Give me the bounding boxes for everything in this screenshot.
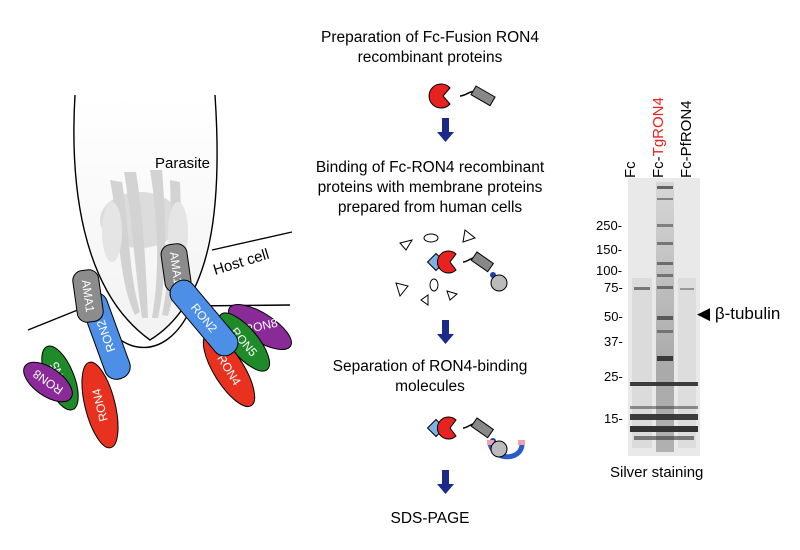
arrow-down-icon <box>437 470 454 494</box>
beta-tubulin-annotation: ◀ β-tubulin <box>697 304 780 324</box>
marker-75: 75- <box>604 280 623 295</box>
lane-label-prefix: Fc- <box>650 156 667 178</box>
marker-25: 25- <box>604 369 623 384</box>
workflow-arrows <box>437 118 454 494</box>
marker-15: 15- <box>604 411 623 426</box>
step-sds-page: SDS-PAGE <box>390 510 470 527</box>
step-separation: Separation of RON4-binding molecules <box>332 358 528 395</box>
left-complex: RON5 RON8 RON4 RON2 AMA1 <box>23 269 131 449</box>
gel-caption: Silver staining <box>610 464 704 481</box>
lane-label-highlight: TgRON4 <box>650 97 667 157</box>
gel-image <box>628 178 700 456</box>
magnet-separation-illustration <box>426 416 525 460</box>
marker-150: 150- <box>596 242 623 257</box>
workflow-graphics <box>395 83 525 494</box>
arrow-down-icon <box>437 118 454 142</box>
marker-100: 100- <box>596 263 623 278</box>
fc-fusion-protein-icon <box>428 83 496 109</box>
marker-37: 37- <box>604 334 623 349</box>
right-complex: AMA1 RON8 RON5 RON4 RON2 <box>160 243 292 407</box>
marker-50: 50- <box>604 309 623 324</box>
step-preparation: Preparation of Fc-Fusion RON4 recombinan… <box>321 29 539 66</box>
step-binding: Binding of Fc-RON4 recombinant proteins … <box>315 159 545 216</box>
right-ama1-label: AMA1 <box>167 251 185 286</box>
host-cell-label: Host cell <box>211 246 271 279</box>
triangle-left-icon: ◀ <box>697 304 711 323</box>
lane-label-fc-tgron4: Fc-TgRON4 <box>650 97 667 178</box>
beta-tubulin-label: β-tubulin <box>714 304 781 323</box>
host-membrane-edge <box>211 231 293 251</box>
junction-diagram: Parasite Host cell RON5 RON8 RON4 RON2 <box>23 94 293 449</box>
parasite-label: Parasite <box>155 155 210 172</box>
lane-label-fc-pfron4: Fc-PfRON4 <box>678 100 695 178</box>
binding-illustration <box>395 229 508 306</box>
lane-label-fc: Fc <box>622 161 639 178</box>
marker-250: 250- <box>596 218 623 233</box>
left-ama1-label: AMA1 <box>79 279 97 314</box>
arrow-down-icon <box>437 320 454 344</box>
